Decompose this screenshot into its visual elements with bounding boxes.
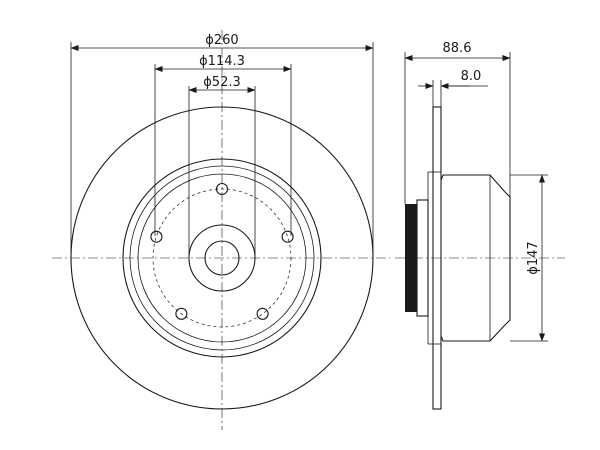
bolt-holes	[150, 182, 294, 320]
bolt-hole	[150, 230, 163, 243]
abs-ring-holder	[416, 199, 429, 317]
label-bolt-circle-diameter: ϕ114.3	[199, 54, 245, 69]
hub-body	[440, 174, 511, 342]
hat-outer-circle	[122, 158, 322, 358]
bolt-circle-pitch	[152, 188, 292, 328]
label-center-bore-diameter: ϕ52.3	[203, 75, 241, 90]
bolt-hole	[215, 182, 229, 196]
disc-plate	[432, 106, 442, 410]
bolt-hole	[281, 230, 294, 243]
label-overall-height: 88.6	[443, 41, 472, 56]
abs-ring	[405, 204, 417, 312]
label-disc-thickness: 8.0	[461, 69, 482, 84]
label-hub-diameter: ϕ147	[526, 241, 541, 274]
bolt-hole	[256, 307, 269, 320]
bolt-hole	[175, 307, 188, 320]
hat-face-circle	[137, 173, 307, 343]
hat-inner-circle	[129, 165, 315, 351]
front-view: ϕ260 ϕ114.3 ϕ52.3	[52, 30, 390, 430]
center-bore-circle	[204, 240, 240, 276]
side-view: 88.6 8.0 ϕ147	[395, 41, 565, 410]
label-outer-diameter: ϕ260	[205, 33, 238, 48]
